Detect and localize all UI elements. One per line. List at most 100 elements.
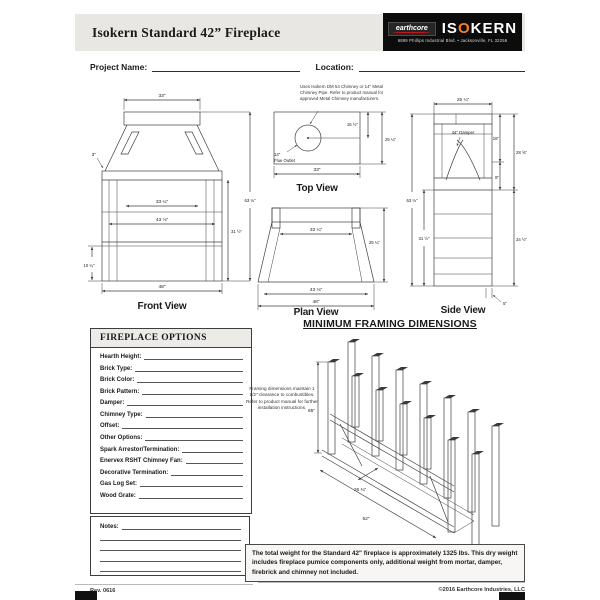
framing-note: Framing dimensions maintain 1 1/2" clear… (246, 386, 318, 411)
top-dim-flue-offset: 16 ½" (347, 122, 359, 127)
footer-rule-right (258, 582, 525, 583)
isokern-logo-kern: KERN (470, 20, 518, 37)
option-field-blank (135, 365, 243, 372)
option-field-label: Chimney Type: (100, 411, 143, 418)
option-field-label: Wood Grate: (100, 492, 136, 499)
option-field-blank (127, 399, 243, 407)
front-dim-chimney-width: 33" (158, 93, 165, 99)
notes-blank-line (100, 551, 241, 562)
notes-box: Notes: (90, 516, 250, 576)
side-dim-depth: 25 ¼" (457, 97, 470, 103)
notes-blank-line (100, 541, 241, 551)
side-view-drawing: 25 ¼" 44" Damper 63 ⅛" 31 ½" 16" 8" 28 ⅝… (406, 97, 528, 316)
option-field: Brick Pattern: (100, 388, 243, 395)
option-field-label: Brick Type: (100, 365, 133, 372)
brand-logo: earthcore ISOKERN 6899 Phillips Industri… (383, 13, 522, 51)
crop-mark-left (75, 591, 97, 600)
earthcore-logo: earthcore (387, 21, 436, 36)
front-dim-opening-width: 43 ⅛" (156, 217, 169, 223)
option-field: Damper: (100, 399, 243, 407)
option-field: Other Options: (100, 434, 243, 442)
top-view-caption: Top View (296, 183, 338, 194)
plan-dim-depth: 25 ¼" (369, 240, 381, 245)
option-field-label: Brick Pattern: (100, 388, 140, 395)
framing-dim-width: 52" (362, 516, 369, 522)
notes-label: Notes: (100, 524, 119, 530)
isokern-logo-o: O (457, 20, 471, 37)
isokern-logo-is: IS (441, 20, 458, 37)
front-dim-total-height: 63 ⅛" (244, 198, 256, 203)
flue-outlet-label-2: Flue Outlet (274, 158, 296, 163)
plan-view-drawing: 33 ¼" 25 ¼" 43 ⅛" 48" Plan View (257, 207, 388, 318)
framing-title: MINIMUM FRAMING DIMENSIONS (303, 318, 477, 330)
framing-dim-height: 65" (308, 408, 315, 414)
copyright-text: ©2016 Earthcore Industries, LLC (438, 587, 525, 593)
option-field-blank (171, 469, 243, 476)
option-field-blank (122, 422, 243, 430)
option-field-label: Other Options: (100, 435, 143, 442)
option-field-blank (182, 446, 243, 453)
notes-blank-line (100, 562, 241, 572)
notes-row: Notes: (100, 523, 241, 530)
option-field: Spark Arrestor/Termination: (100, 446, 243, 453)
fireplace-options-title: FIREPLACE OPTIONS (91, 329, 251, 348)
project-name-blank (152, 62, 300, 72)
option-field-label: Spark Arrestor/Termination: (100, 446, 180, 453)
option-field-blank (144, 353, 243, 360)
side-dim-base-step: 5" (503, 301, 507, 306)
side-view-caption: Side View (441, 305, 486, 316)
option-field: Brick Type: (100, 365, 243, 372)
notes-blank (121, 523, 241, 530)
location-group: Location: (316, 62, 525, 72)
front-dim-base-width: 48" (158, 284, 165, 290)
framing-dim-depth: 26 ¾" (354, 487, 367, 493)
option-field-label: Damper: (100, 400, 125, 407)
option-field: Decorative Termination: (100, 469, 243, 476)
option-field-blank (142, 388, 243, 395)
revision-text: Rev. 0616 (90, 588, 116, 594)
option-field-blank (138, 492, 243, 499)
front-view-caption: Front View (138, 301, 187, 312)
project-name-group: Project Name: (90, 62, 300, 72)
top-dim-depth: 25 ¼" (385, 137, 397, 142)
front-dim-rear-width: 33 ¼" (156, 199, 169, 205)
plan-dim-rear-width: 33 ¼" (310, 227, 323, 233)
option-field-blank (185, 457, 243, 465)
front-dim-opening-height: 31 ½" (231, 229, 243, 234)
option-field-blank (137, 376, 243, 384)
framing-drawing: 65" 26 ¾" 52" (308, 339, 504, 547)
option-field-blank (145, 411, 243, 418)
option-field-label: Brick Color: (100, 377, 135, 384)
plan-dim-base-width: 48" (312, 299, 319, 305)
plan-view-caption: Plan View (294, 307, 339, 318)
side-dim-smoke-chamber: 16" (493, 136, 500, 141)
option-field: Hearth Height: (100, 353, 243, 360)
chimney-note: Uses Isokern DM 54 Chimney or 14" Metal … (300, 84, 384, 101)
option-field-blank (140, 480, 243, 488)
page-title: Isokern Standard 42” Fireplace (92, 25, 281, 40)
option-field: Wood Grate: (100, 492, 243, 499)
company-address: 6899 Phillips Industrial Blvd. • Jackson… (397, 38, 508, 43)
side-dim-opening-height: 31 ½" (418, 236, 430, 241)
side-dim-lower-height: 34 ½" (516, 237, 528, 242)
option-field: Brick Color: (100, 376, 243, 384)
fireplace-options-box: FIREPLACE OPTIONS Hearth Height: Brick Ty… (90, 328, 252, 514)
side-damper-label: 44" Damper (452, 130, 475, 135)
project-line: Project Name: Location: (90, 62, 525, 72)
fireplace-options-fields: Hearth Height: Brick Type: Brick Color: Bri… (91, 348, 251, 503)
side-dim-upper-height: 28 ⅝" (516, 150, 528, 155)
side-dim-throat: 8" (495, 175, 499, 180)
option-field: Offset: (100, 422, 243, 430)
option-field: Chimney Type: (100, 411, 243, 418)
top-view-drawing: 14" Flue Outlet 16 ½" 25 ¼" 33" Top View (273, 110, 397, 194)
option-field-label: Gas Log Set: (100, 481, 138, 488)
option-field: Enervex RSHT Chimney Fan: (100, 457, 243, 465)
front-dim-hearth-height: 10 ¼" (83, 263, 95, 268)
location-blank (358, 62, 525, 72)
footer-rule-left (75, 584, 253, 585)
isokern-logo: ISOKERN (442, 21, 517, 36)
option-field-label: Decorative Termination: (100, 469, 169, 476)
option-field-label: Hearth Height: (100, 354, 142, 360)
flue-outlet-label-1: 14" (274, 152, 281, 157)
weight-note-box: The total weight for the Standard 42" fi… (245, 544, 525, 583)
